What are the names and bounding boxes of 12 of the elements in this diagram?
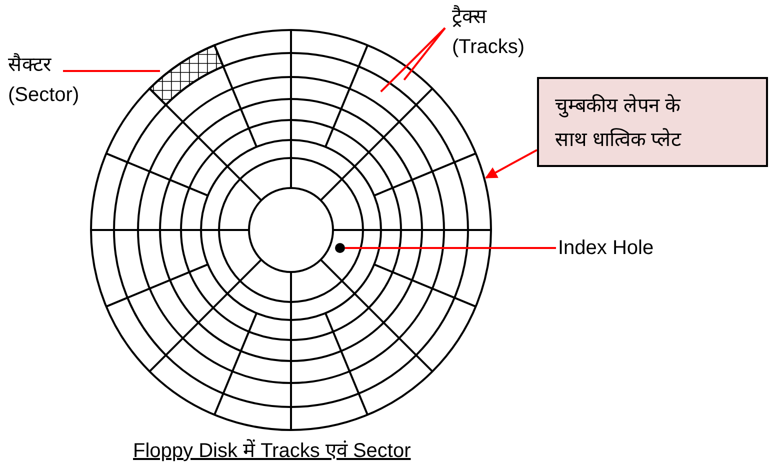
hatched-sector [148, 44, 224, 106]
caption: Floppy Disk में Tracks एवं Sector [133, 438, 411, 464]
arrow [485, 149, 538, 179]
index-hole [335, 243, 345, 253]
leader-line [63, 70, 160, 72]
callout-label: Index Hole [558, 233, 698, 263]
leader-line [380, 27, 446, 92]
leader-line [345, 247, 556, 249]
callout-box: चुम्बकीय लेपन के साथ धात्विक प्लेट [537, 77, 768, 167]
callout-label: सैक्टर (Sector) [8, 50, 103, 110]
leader-line [403, 27, 446, 80]
callout-label: ट्रैक्स (Tracks) [452, 2, 552, 62]
